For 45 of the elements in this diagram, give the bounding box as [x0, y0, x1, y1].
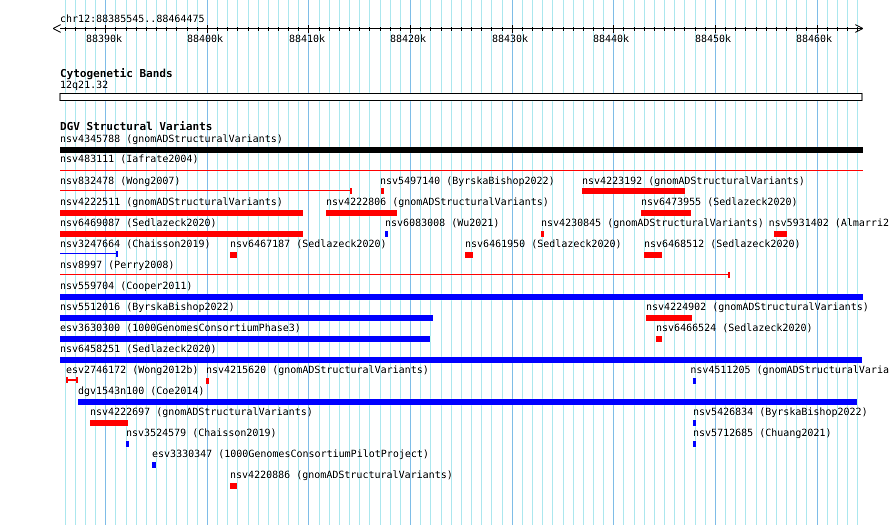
tick-label: 88400k	[186, 34, 224, 46]
variant-label: nsv6467187 (Sedlazeck2020)	[230, 239, 387, 251]
track-title: Cytogenetic Bands	[60, 68, 173, 80]
variant-label: dgv1543n100 (Coe2014)	[78, 386, 204, 398]
track-title: DGV Structural Variants	[60, 121, 212, 133]
variant-label: nsv4222697 (gnomADStructuralVariants)	[90, 407, 313, 419]
variant-label: nsv6466524 (Sedlazeck2020)	[656, 323, 813, 335]
variant-label: nsv4224902 (gnomADStructuralVariants)	[646, 302, 869, 314]
variant-label: nsv4223192 (gnomADStructuralVariants)	[582, 176, 805, 188]
variant-label: nsv5426834 (ByrskaBishop2022)	[693, 407, 868, 419]
band-label: 12q21.32	[60, 80, 108, 92]
variant-label: nsv4215620 (gnomADStructuralVariants)	[206, 365, 429, 377]
variant-label: nsv4222511 (gnomADStructuralVariants)	[60, 197, 283, 209]
variant-label: nsv4220886 (gnomADStructuralVariants)	[230, 470, 453, 482]
coordinate-range: chr12:88385545..88464475	[60, 14, 204, 26]
variant-label: nsv4511205 (gnomADStructuralVaria	[690, 365, 889, 377]
variant-label: nsv6469087 (Sedlazeck2020)	[60, 218, 217, 230]
variant-label: nsv6458251 (Sedlazeck2020)	[60, 344, 217, 356]
variant-label: nsv559704 (Cooper2011)	[60, 281, 192, 293]
tick-label: 88410k	[288, 34, 326, 46]
tick-label: 88420k	[390, 34, 426, 46]
variant-label: nsv5712685 (Chuang2021)	[693, 428, 832, 440]
variant-label: nsv4230845 (gnomADStructuralVariants)	[541, 218, 764, 230]
variant-label: nsv6473955 (Sedlazeck2020)	[641, 197, 798, 209]
tick-label: 88390k	[86, 34, 122, 46]
variant-label: esv3330347 (1000GenomesConsortiumPilotProject)	[152, 449, 429, 461]
variant-label: esv2746172 (Wong2012b)	[66, 365, 198, 377]
variant-label: nsv6083008 (Wu2021)	[385, 218, 500, 230]
variant-label: nsv832478 (Wong2007)	[60, 176, 180, 188]
variant-label: nsv5512016 (ByrskaBishop2022)	[60, 302, 235, 314]
variant-label: nsv6468512 (Sedlazeck2020)	[644, 239, 801, 251]
variant-label: nsv6461950 (Sedlazeck2020)	[465, 239, 622, 251]
variant-label: nsv3247664 (Chaisson2019)	[60, 239, 211, 251]
variant-label: nsv3524579 (Chaisson2019)	[126, 428, 277, 440]
variant-label: nsv4345788 (gnomADStructuralVariants)	[60, 134, 283, 146]
tick-label: 88450k	[694, 34, 732, 46]
variant-label: esv3630300 (1000GenomesConsortiumPhase3)	[60, 323, 301, 335]
tick-label: 88430k	[492, 34, 528, 46]
variant-label: nsv5931402 (Almarri2	[768, 218, 889, 230]
variant-label: nsv4222806 (gnomADStructuralVariants)	[326, 197, 549, 209]
variant-label: nsv483111 (Iafrate2004)	[60, 154, 198, 166]
variant-label: nsv8997 (Perry2008)	[60, 260, 174, 272]
tick-label: 88440k	[592, 34, 630, 46]
tick-label: 88460k	[796, 34, 832, 46]
variant-label: nsv5497140 (ByrskaBishop2022)	[380, 176, 555, 188]
